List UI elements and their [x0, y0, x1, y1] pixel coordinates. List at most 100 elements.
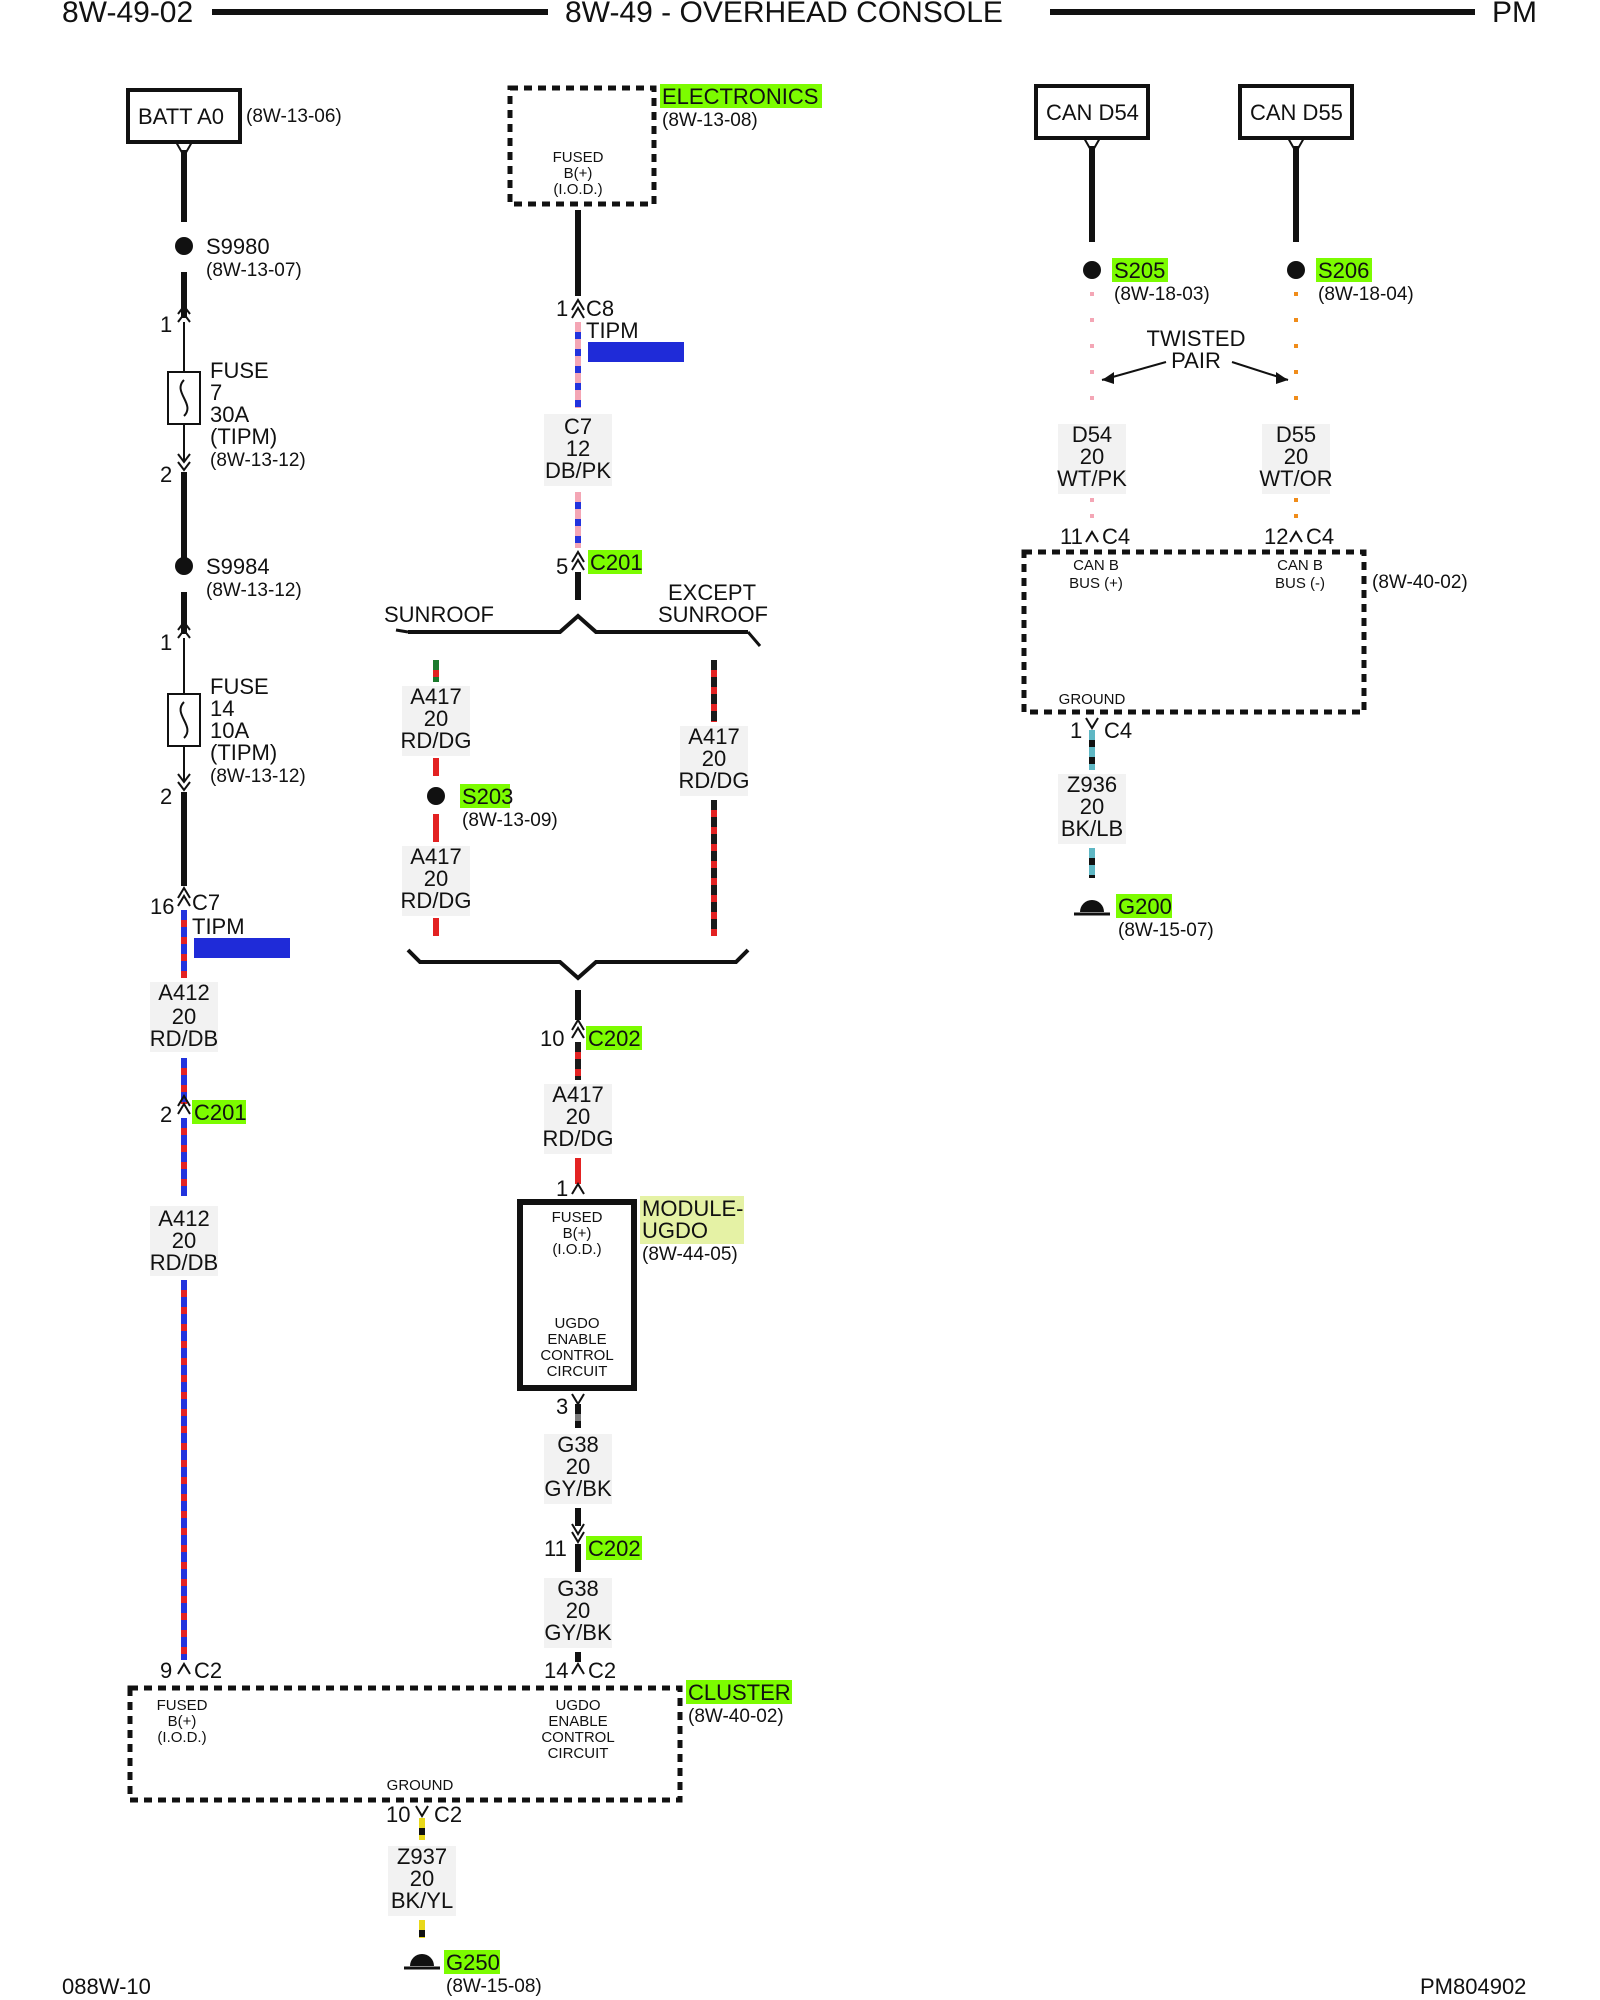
fuse7-bottom-connector [177, 453, 191, 472]
c7-wire-color: DB/PK [545, 458, 611, 483]
c202-top-pin: 10 [540, 1026, 564, 1051]
except-wire-circuit: A417 [688, 724, 739, 749]
z937-circuit: Z937 [397, 1844, 447, 1869]
ugdo-label-1: MODULE- [642, 1196, 743, 1221]
cluster-inner-right-2: ENABLE [548, 1713, 607, 1730]
c8-sub: TIPM [586, 318, 639, 343]
g38-lower-circuit: G38 [557, 1576, 599, 1601]
a417-center-gauge: 20 [566, 1104, 590, 1129]
c201-center-name: C201 [590, 550, 643, 575]
can-module-ref: (8W-40-02) [1372, 572, 1468, 593]
batt-a0-box [126, 88, 242, 144]
z936-circuit: Z936 [1067, 772, 1117, 797]
c202-bottom-connector [571, 1523, 585, 1544]
fuse14-label: FUSE [210, 674, 269, 699]
batt-a0-ref: (8W-13-06) [246, 106, 342, 127]
branch-sunroof-label: SUNROOF [384, 602, 494, 627]
fuse7-pin-top: 1 [160, 312, 172, 337]
twisted-pair-label-2: PAIR [1171, 348, 1221, 373]
c8-connector [571, 298, 585, 319]
ugdo-ref: (8W-44-05) [642, 1244, 738, 1265]
g38-lower-label-bg [544, 1578, 612, 1648]
splice-s206-ref: (8W-18-04) [1318, 284, 1414, 305]
g38-upper-gauge: 20 [566, 1454, 590, 1479]
g38-lower-gauge: 20 [566, 1598, 590, 1623]
sunroof-wire-b-circuit: A417 [410, 844, 461, 869]
z937-label-bg [388, 1846, 456, 1916]
can-d55-box [1238, 84, 1354, 140]
c201-left-pin: 2 [160, 1102, 172, 1127]
fuse14-bottom-connector [177, 773, 191, 792]
except-wire-gauge: 20 [702, 746, 726, 771]
ugdo-inner-bottom-2: ENABLE [547, 1331, 606, 1348]
c8-pin: 1 [556, 296, 568, 321]
splice-s203-label: S203 [462, 784, 513, 809]
splice-s203-highlight [460, 784, 510, 808]
c7-pin: 16 [150, 894, 174, 919]
tipm-bar-left [194, 938, 290, 958]
branch-brace-top-ends [395, 628, 762, 647]
cluster-inner-left-1: FUSED [157, 1697, 208, 1714]
c4-left-connector [1085, 530, 1099, 543]
can-inner-right-1: CAN B [1277, 557, 1323, 574]
ugdo-module-box [517, 1199, 637, 1391]
ugdo-inner-top-2: B(+) [563, 1225, 592, 1242]
ugdo-inner-top-1: FUSED [552, 1209, 603, 1226]
c202-top-name: C202 [588, 1026, 641, 1051]
a417-center-label-bg [544, 1084, 612, 1154]
branch-except-label-1: EXCEPT [668, 580, 756, 605]
ugdo-inner-bottom-3: CONTROL [540, 1347, 613, 1364]
cluster-inner-left-3: (I.O.D.) [157, 1729, 206, 1746]
a412-lower-color: RD/DB [150, 1250, 218, 1275]
ugdo-out-pin: 3 [556, 1394, 568, 1419]
c201-left-highlight [192, 1100, 246, 1124]
ground-g250-label: G250 [446, 1950, 500, 1975]
c2-center-pin: 14 [544, 1658, 568, 1683]
fuse7-top-connector [177, 304, 191, 323]
fuse7-ref: (8W-13-12) [210, 450, 306, 471]
footer-right-code: PM804902 [1420, 1974, 1526, 1999]
c202-bottom-pin: 11 [544, 1536, 567, 1561]
splice-s9984-ref: (8W-13-12) [206, 580, 302, 601]
can-ground-pin: 1 [1070, 718, 1082, 743]
sunroof-wire-b-color: RD/DG [401, 888, 472, 913]
ground-g200-icon [1080, 900, 1104, 912]
a412-upper-color: RD/DB [150, 1026, 218, 1051]
electronics-module-box [507, 85, 657, 207]
splice-s205-highlight [1112, 258, 1168, 282]
cluster-inner-right-4: CIRCUIT [548, 1745, 609, 1762]
twisted-pair-arrowhead-left [1102, 372, 1114, 384]
cluster-label: CLUSTER [688, 1680, 791, 1705]
splice-s206-highlight [1316, 258, 1372, 282]
z936-color: BK/LB [1061, 816, 1123, 841]
c4-left-name: C4 [1102, 524, 1130, 549]
fuse14-pin-bottom: 2 [160, 784, 172, 809]
cluster-ground-connector [415, 1805, 429, 1818]
ugdo-out-connector [571, 1393, 585, 1406]
fuse14-number: 14 [210, 696, 234, 721]
cluster-inner-left-2: B(+) [168, 1713, 197, 1730]
twisted-pair-arrowhead-right [1276, 372, 1288, 384]
a417-center-circuit: A417 [552, 1082, 603, 1107]
c7-wire-gauge: 12 [566, 436, 590, 461]
cluster-ground-conn: C2 [434, 1802, 462, 1827]
c2-center-connector [571, 1662, 585, 1675]
ground-g250-ref: (8W-15-08) [446, 1976, 542, 1997]
d54-circuit: D54 [1072, 422, 1112, 447]
splice-s9980-label: S9980 [206, 234, 270, 259]
can-d54-label: CAN D54 [1046, 100, 1139, 125]
electronics-label-highlight [660, 84, 822, 108]
d55-circuit: D55 [1276, 422, 1316, 447]
fuse14-ref: (8W-13-12) [210, 766, 306, 787]
a412-lower-label-bg [150, 1206, 218, 1276]
except-wire-label-bg [680, 726, 748, 796]
c2-left-name: C2 [194, 1658, 222, 1683]
d54-label-bg [1058, 424, 1126, 494]
g38-upper-circuit: G38 [557, 1432, 599, 1457]
c2-left-pin: 9 [160, 1658, 172, 1683]
sunroof-wire-a-label-bg [402, 686, 470, 756]
c4-right-name: C4 [1306, 524, 1334, 549]
cluster-ground-label: GROUND [387, 1777, 454, 1794]
splice-s9980-ref: (8W-13-07) [206, 260, 302, 281]
